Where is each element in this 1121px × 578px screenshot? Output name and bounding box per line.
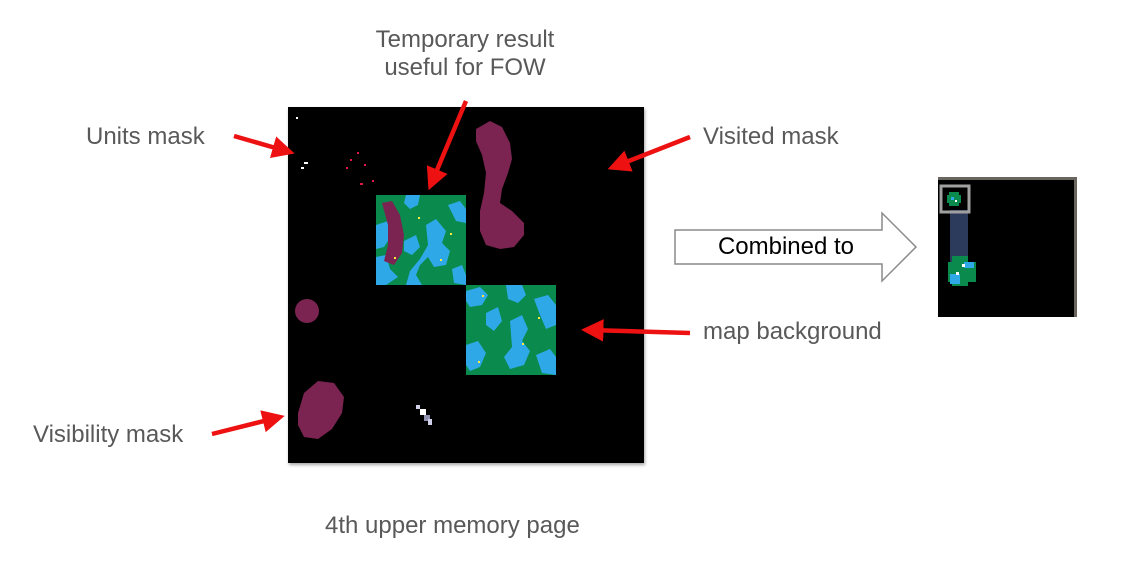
combined-preview-panel — [938, 177, 1077, 317]
map-tile-background — [466, 285, 556, 375]
preview-map-top — [947, 192, 961, 206]
unit-sprite-icon — [416, 405, 432, 425]
temporary-result-line2: useful for FOW — [384, 54, 546, 81]
visited-mask-label: Visited mask — [703, 123, 839, 150]
unit-red-dots — [346, 152, 374, 185]
visibility-mask-blob — [298, 381, 344, 439]
memory-page-drawing — [295, 117, 556, 439]
combined-to-label: Combined to — [717, 233, 855, 260]
temporary-result-label: Temporary result useful for FOW — [340, 26, 590, 82]
temporary-result-line1: Temporary result — [375, 26, 555, 53]
units-mask-arrow — [233, 133, 295, 159]
units-mask-label: Units mask — [86, 123, 205, 150]
viewport-box — [939, 184, 971, 214]
units-mask-dots — [296, 117, 308, 169]
memory-page-panel — [288, 107, 644, 463]
visited-mask-blob — [476, 121, 524, 249]
visited-trail — [950, 210, 968, 270]
page-caption: 4th upper memory page — [325, 512, 580, 539]
visibility-mask-label: Visibility mask — [33, 421, 184, 448]
small-mask-dot — [295, 299, 319, 323]
map-background-label: map background — [703, 318, 882, 345]
map-tile-temporary — [376, 195, 466, 285]
visibility-mask-arrow — [211, 410, 285, 437]
preview-map-bottom — [948, 256, 976, 286]
combined-preview-drawing — [939, 184, 976, 286]
